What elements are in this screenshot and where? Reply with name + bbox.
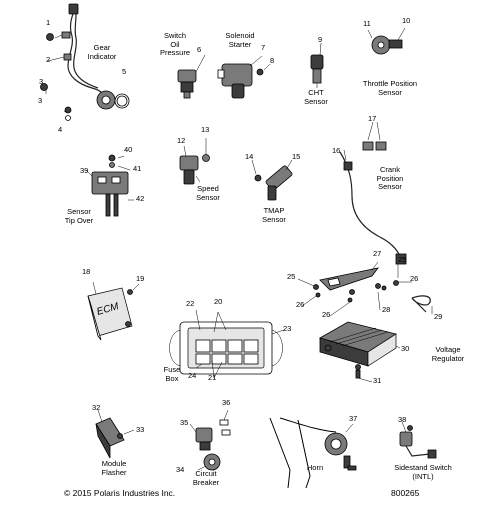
callout-3a: 3 (39, 77, 44, 86)
callout-21: 21 (208, 373, 217, 382)
callout-19: 19 (136, 274, 145, 283)
callout-3b: 3 (38, 96, 43, 105)
speed-sensor-part (179, 138, 210, 185)
copyright-text: © 2015 Polaris Industries Inc. (64, 488, 176, 498)
circuit-breaker-part (189, 409, 231, 471)
callout-27: 27 (373, 249, 382, 258)
horn-part (269, 417, 357, 489)
callout-25b: 25 (398, 255, 407, 264)
callout-7: 7 (261, 43, 266, 52)
crank-position-sensor-label: Crank Position Sensor (376, 165, 404, 191)
tip-over-sensor-part (85, 154, 134, 217)
horn-label: Horn (306, 463, 324, 472)
callout-1: 1 (46, 18, 51, 27)
voltage-regulator-label: Voltage Regulator (431, 345, 465, 363)
voltage-regulator-bracket-part (297, 261, 412, 317)
callout-13: 13 (201, 125, 210, 134)
module-flasher-part (95, 409, 135, 459)
callout-42: 42 (136, 194, 145, 203)
gear-indicator-part (40, 3, 130, 121)
callout-23: 23 (283, 324, 292, 333)
fuse-box-label: Fuse Box (163, 365, 181, 383)
callout-22: 22 (186, 299, 195, 308)
callout-4: 4 (58, 125, 63, 134)
callout-16: 16 (332, 146, 341, 155)
tmap-sensor-part (251, 159, 293, 201)
callout-37: 37 (349, 414, 358, 423)
crank-position-sensor-part (339, 121, 407, 265)
callout-8: 8 (270, 56, 275, 65)
callout-33: 33 (136, 425, 145, 434)
ecm-part (87, 281, 140, 341)
sidestand-switch-part (399, 421, 437, 459)
callout-9: 9 (318, 35, 323, 44)
callout-12: 12 (177, 136, 186, 145)
callout-26a: 26 (296, 300, 305, 309)
callout-40: 40 (124, 145, 133, 154)
callout-25a: 25 (287, 272, 296, 281)
callout-32: 32 (92, 403, 101, 412)
sidestand-switch-label: Sidestand Switch (INTL) (394, 463, 452, 481)
solenoid-starter-label: Solenoid Starter (225, 31, 255, 49)
cable-tie-part (411, 295, 433, 314)
callout-14: 14 (245, 152, 254, 161)
callout-30: 30 (401, 344, 410, 353)
callout-26c: 26 (410, 274, 419, 283)
circuit-breaker-label: Circuit Breaker (192, 469, 220, 487)
callout-38: 38 (398, 415, 407, 424)
callout-26b: 26 (322, 310, 331, 319)
throttle-position-sensor-label: Throttle Position Sensor (362, 79, 418, 97)
fuse-box-part (169, 309, 285, 379)
callout-41: 41 (133, 164, 142, 173)
sensor-tip-over-label: Sensor Tip Over (64, 207, 94, 225)
speed-sensor-label: Speed Sensor (196, 184, 220, 202)
callout-29: 29 (434, 312, 443, 321)
callout-34: 34 (176, 465, 185, 474)
voltage-regulator-part (318, 321, 401, 383)
callout-2: 2 (46, 55, 51, 64)
module-flasher-label: Module Flasher (101, 459, 127, 477)
callout-18: 18 (82, 267, 91, 276)
callout-36: 36 (222, 398, 231, 407)
callout-17: 17 (368, 114, 377, 123)
callout-20: 20 (214, 297, 223, 306)
callout-28: 28 (382, 305, 391, 314)
gear-indicator-label: Gear Indicator (87, 43, 117, 61)
callout-5: 5 (122, 67, 127, 76)
callout-39: 39 (80, 166, 89, 175)
solenoid-starter-part (217, 55, 271, 99)
oil-pressure-switch-part (177, 54, 206, 99)
switch-oil-pressure-label: Switch Oil Pressure (159, 31, 190, 57)
callout-10: 10 (402, 16, 411, 25)
callout-15: 15 (292, 152, 301, 161)
callout-11: 11 (363, 19, 371, 28)
cht-sensor-part (310, 42, 324, 88)
tmap-sensor-label: TMAP Sensor (262, 206, 286, 224)
callout-6: 6 (197, 45, 202, 54)
callout-31: 31 (373, 376, 382, 385)
diagram-number: 800265 (391, 488, 420, 498)
cht-sensor-label: CHT Sensor (304, 88, 328, 106)
callout-24: 24 (188, 371, 197, 380)
callout-35: 35 (180, 418, 189, 427)
throttle-position-sensor-part (367, 27, 406, 55)
